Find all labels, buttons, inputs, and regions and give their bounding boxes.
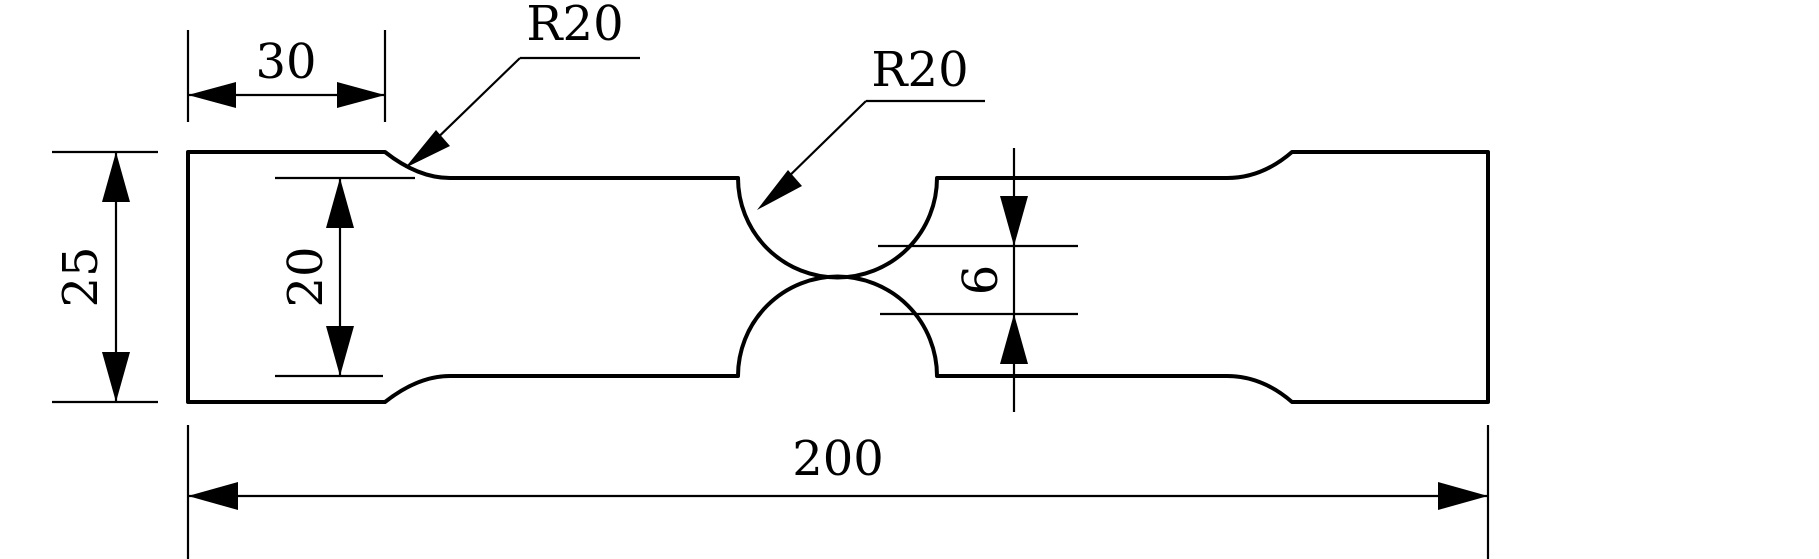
dimension-notch-gap: 6	[878, 148, 1078, 412]
dimension-fillet-radius: R20	[405, 0, 640, 168]
arrowhead	[188, 82, 236, 108]
fillet-radius-label: R20	[526, 0, 623, 52]
arrowhead	[188, 482, 238, 510]
arrowhead	[1438, 482, 1488, 510]
arrowhead	[326, 326, 354, 376]
dimension-notch-radius: R20	[757, 42, 985, 210]
arrowhead	[757, 170, 802, 210]
dimension-shoulder-length: 30	[186, 30, 387, 122]
dimension-overall-width: 25	[52, 150, 158, 404]
arrowhead	[1000, 314, 1028, 364]
arrowhead	[1000, 196, 1028, 246]
notch-radius-label: R20	[871, 42, 968, 98]
arrowhead	[102, 152, 130, 202]
inner-width-label: 20	[278, 246, 334, 307]
arrowhead	[337, 82, 385, 108]
overall-length-label: 200	[792, 431, 884, 487]
arrowhead	[405, 130, 450, 168]
arrowhead	[326, 178, 354, 228]
dimension-inner-width: 20	[275, 176, 415, 378]
dimension-overall-length: 200	[186, 425, 1490, 559]
shoulder-length-label: 30	[255, 34, 316, 90]
overall-width-label: 25	[53, 246, 109, 307]
notch-gap-label: 6	[953, 265, 1009, 296]
arrowhead	[102, 352, 130, 402]
specimen-outline	[186, 150, 1490, 404]
